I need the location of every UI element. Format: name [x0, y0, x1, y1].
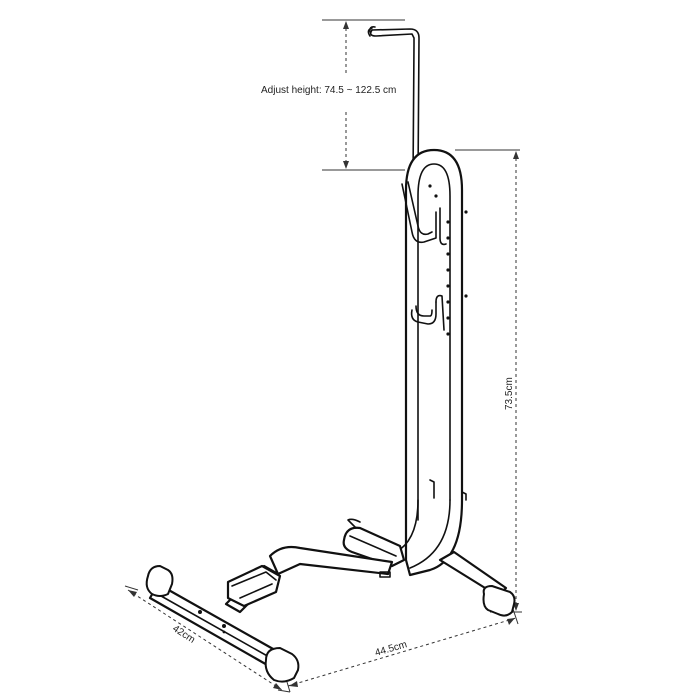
front-left-cap — [145, 565, 174, 597]
adjust-height-dimension — [322, 19, 405, 171]
rear-left-cap — [264, 647, 300, 683]
top-hook — [367, 26, 420, 181]
lower-hook — [410, 294, 445, 331]
rear-foot — [438, 550, 516, 617]
wheel-cradle — [342, 518, 406, 568]
label-plate — [379, 571, 391, 578]
length-label: 44.5cm — [374, 639, 409, 659]
side-wheel-block — [226, 564, 282, 608]
upright-frame — [395, 148, 467, 577]
height-label: 73.5cm — [504, 377, 515, 410]
adjust-height-label: Adjust height: 74.5 ~ 122.5 cm — [261, 85, 396, 96]
upper-hook — [401, 181, 447, 246]
bike-stand — [145, 26, 516, 683]
adjustment-holes — [428, 184, 468, 336]
width-dimension — [124, 585, 291, 693]
